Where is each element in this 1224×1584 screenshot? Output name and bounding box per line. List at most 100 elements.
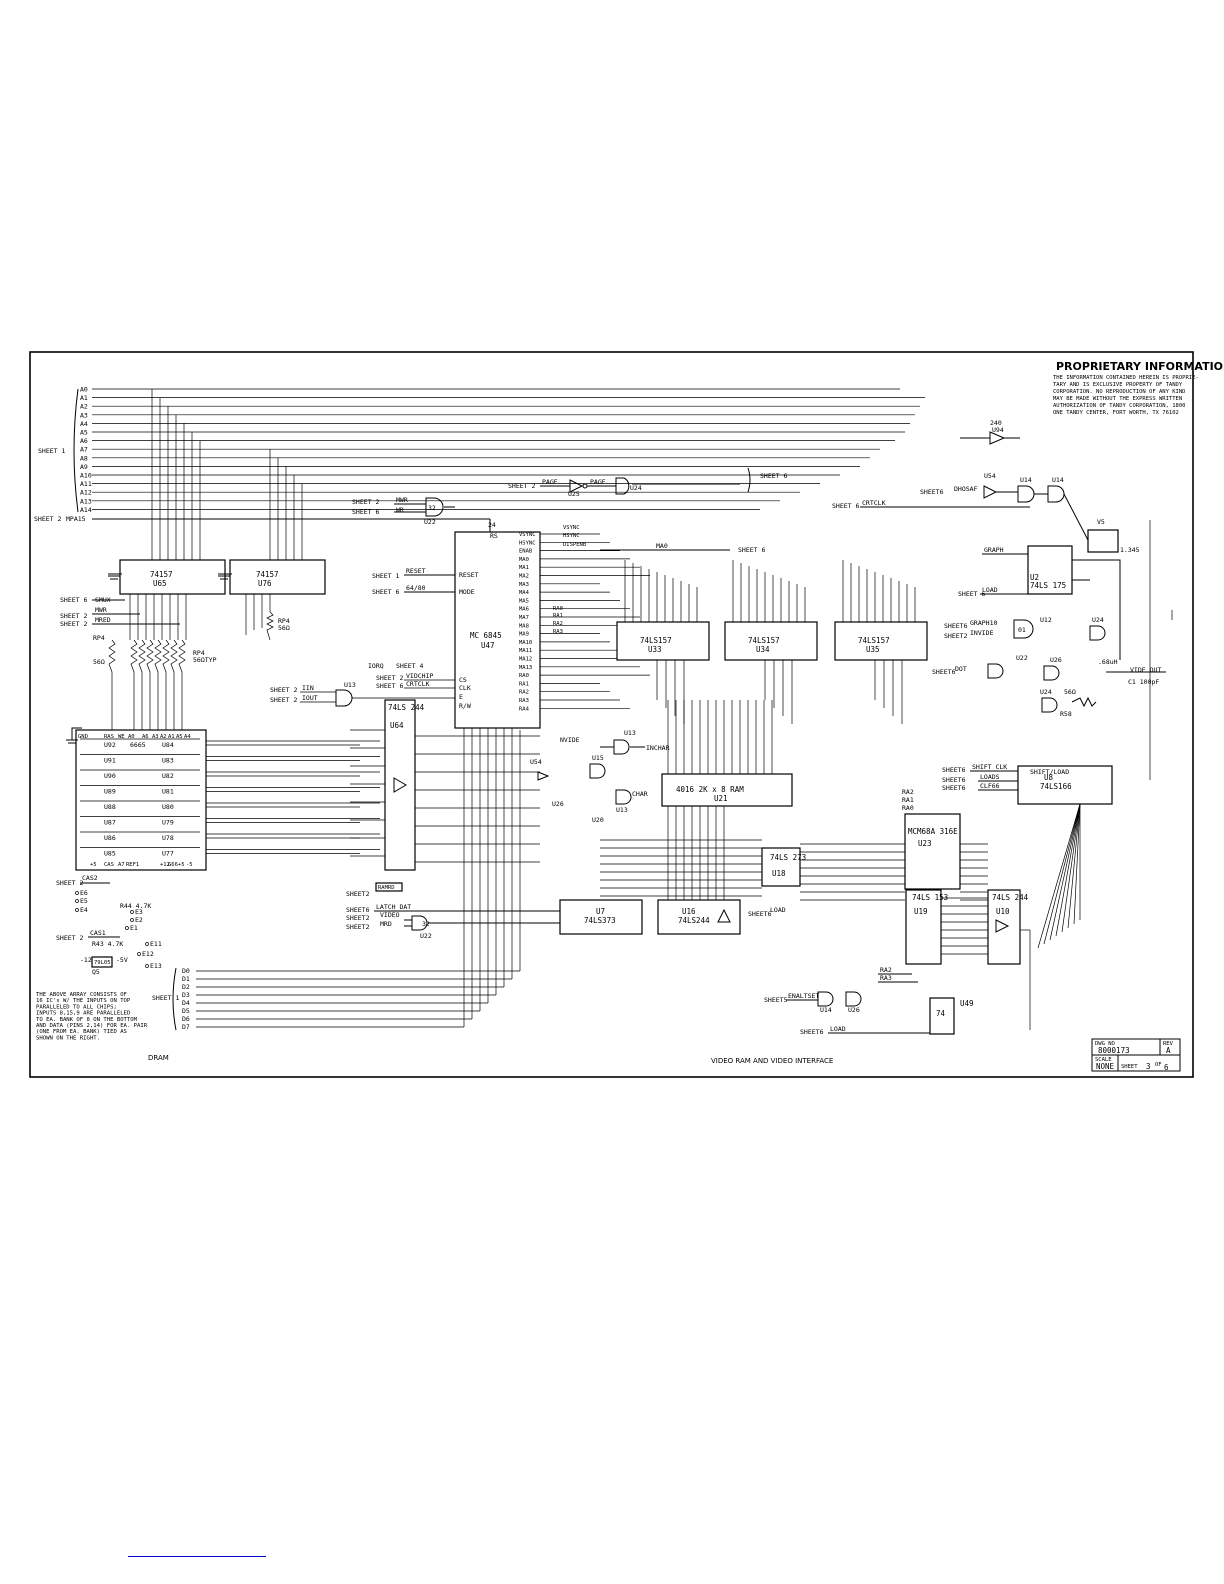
proprietary-heading: PROPRIETARY INFORMATION: [1056, 360, 1224, 373]
sheet-ref: SHEET 6: [352, 508, 379, 516]
dram-chip-right: U79: [162, 819, 174, 827]
wire: [1073, 803, 1081, 925]
svg-text:Q5: Q5: [92, 968, 100, 976]
svg-text:RA0: RA0: [902, 804, 914, 812]
crtc-pin: MA10: [519, 640, 532, 646]
svg-text:79L05: 79L05: [94, 960, 111, 966]
dram-pin-label: A1: [168, 734, 175, 740]
jumper-pad: [137, 952, 141, 956]
mwr-signal: MWR: [396, 496, 408, 504]
jumper-label: E4: [80, 906, 88, 914]
svg-text:VIDE OUT: VIDE OUT: [1130, 666, 1161, 674]
svg-text:32: 32: [422, 920, 430, 928]
address-line-label: A0: [80, 386, 88, 394]
svg-text:U25: U25: [568, 490, 580, 498]
svg-text:SHEET 6: SHEET 6: [832, 502, 859, 510]
chip-u47-crtc: [454, 531, 541, 729]
jumper-label: E3: [135, 908, 143, 916]
address-line-label: A7: [80, 446, 88, 454]
dram-chip-right: U84: [162, 741, 174, 749]
latch-signals: SHEET6 LATCH DAT SHEET2 VIDEO SHEET2 MRD…: [346, 903, 560, 940]
chip-ref: U35: [866, 645, 880, 654]
dram-pin-label: A6: [142, 734, 149, 740]
resistor-packs: [108, 611, 274, 730]
dram-pin-label: A7: [118, 862, 125, 868]
crystal-osc: [1087, 529, 1119, 553]
svg-text:56Ω: 56Ω: [1064, 688, 1076, 696]
chip-u21-ram: [661, 773, 793, 807]
address-line-label: A3: [80, 411, 88, 419]
crtc-pin: E: [459, 693, 463, 701]
graph-signal: GRAPH: [984, 546, 1004, 554]
chip-u8-shift: [1017, 765, 1113, 805]
svg-text:U24: U24: [630, 484, 642, 492]
svg-text:RA2: RA2: [902, 788, 914, 796]
chip-ref: U19: [914, 907, 928, 916]
dwg-no: 8000173: [1098, 1046, 1130, 1055]
chip-type: 74157: [150, 570, 173, 579]
svg-text:LOADS: LOADS: [980, 773, 1000, 781]
data-line-label: D3: [182, 991, 190, 999]
chip-u7: [559, 899, 643, 935]
svg-text:U22: U22: [1016, 654, 1028, 662]
dram-chip-right: U82: [162, 772, 174, 780]
chip-type: 74LS 153: [912, 893, 948, 902]
chip-type: 4016 2K x 8 RAM: [676, 785, 744, 794]
chip-u35: [834, 621, 928, 661]
svg-text:SHEET 2: SHEET 2: [508, 482, 535, 490]
proprietary-line: ONE TANDY CENTER, FORT WORTH, TX 76102: [1053, 410, 1179, 416]
address-line-label: A1: [80, 394, 88, 402]
svg-text:INCHAR: INCHAR: [646, 744, 670, 752]
ground-symbol: [218, 573, 232, 580]
svg-text:U22: U22: [420, 932, 432, 940]
proprietary-block: PROPRIETARY INFORMATION THE INFORMATION …: [1053, 360, 1224, 416]
chip-ref: U49: [960, 999, 974, 1008]
chip-u33: [616, 621, 710, 661]
load-sheet: SHEET 6: [958, 590, 985, 598]
sheet-ref: SHEET6: [942, 776, 966, 784]
chip-u10: [987, 889, 1021, 965]
rp-name: RP4: [93, 634, 105, 642]
ramrd-signal: RAMRD: [378, 885, 395, 891]
svg-text:U54: U54: [984, 472, 996, 480]
sheet-label: SHEET: [1121, 1064, 1138, 1070]
svg-text:SHEET 6: SHEET 6: [372, 588, 399, 596]
crtc-pin: CS: [459, 676, 467, 684]
proprietary-line: CORPORATION. NO REPRODUCTION OF ANY KIND: [1053, 389, 1185, 395]
signal-name: MRED: [95, 616, 111, 624]
svg-text:CLF66: CLF66: [980, 782, 1000, 790]
chip-u34: [724, 621, 818, 661]
chip-ref: U64: [390, 721, 404, 730]
chip-type: MC 6845: [470, 631, 502, 640]
data-line-label: D2: [182, 983, 190, 991]
svg-text:VIDEO: VIDEO: [380, 911, 400, 919]
svg-text:DOT: DOT: [955, 665, 967, 673]
sheet-ref: SHEET6: [920, 488, 944, 496]
crtc-right-pins: VSYNCHSYNCENABMA0MA1MA2MA3MA4MA5MA6MA7MA…: [519, 532, 650, 712]
dram-chip-type: 6665: [130, 741, 146, 749]
address-line-label: A14: [80, 506, 92, 514]
data-line-label: D6: [182, 1015, 190, 1023]
signal-sheet: SHEET 2: [60, 620, 87, 628]
chip-type: 74LS 175: [1030, 581, 1066, 590]
chip-ref: U10: [996, 907, 1010, 916]
svg-text:R58: R58: [1060, 710, 1072, 718]
svg-text:NVIDE: NVIDE: [560, 736, 580, 744]
chip-type: 74LS157: [748, 636, 780, 645]
crtc-pin: MA5: [519, 598, 529, 604]
dram-pin-label: CAS: [104, 862, 114, 868]
jumper-label: E2: [135, 916, 143, 924]
chip-ref: U2: [1030, 573, 1039, 582]
signal-sheet: SHEET 2: [60, 612, 87, 620]
dram-chip-left: U89: [104, 788, 116, 796]
data-brace: [172, 967, 177, 1031]
jumper-label: E12: [142, 950, 154, 958]
svg-text:C1 100pF: C1 100pF: [1128, 678, 1159, 686]
jumper-label: E1: [130, 924, 138, 932]
svg-text:LATCH DAT: LATCH DAT: [376, 903, 411, 911]
sheet-ref: SHEET6: [942, 766, 966, 774]
pin-number: 240: [990, 419, 1002, 427]
sheet-ref: SHEET6: [748, 910, 772, 918]
